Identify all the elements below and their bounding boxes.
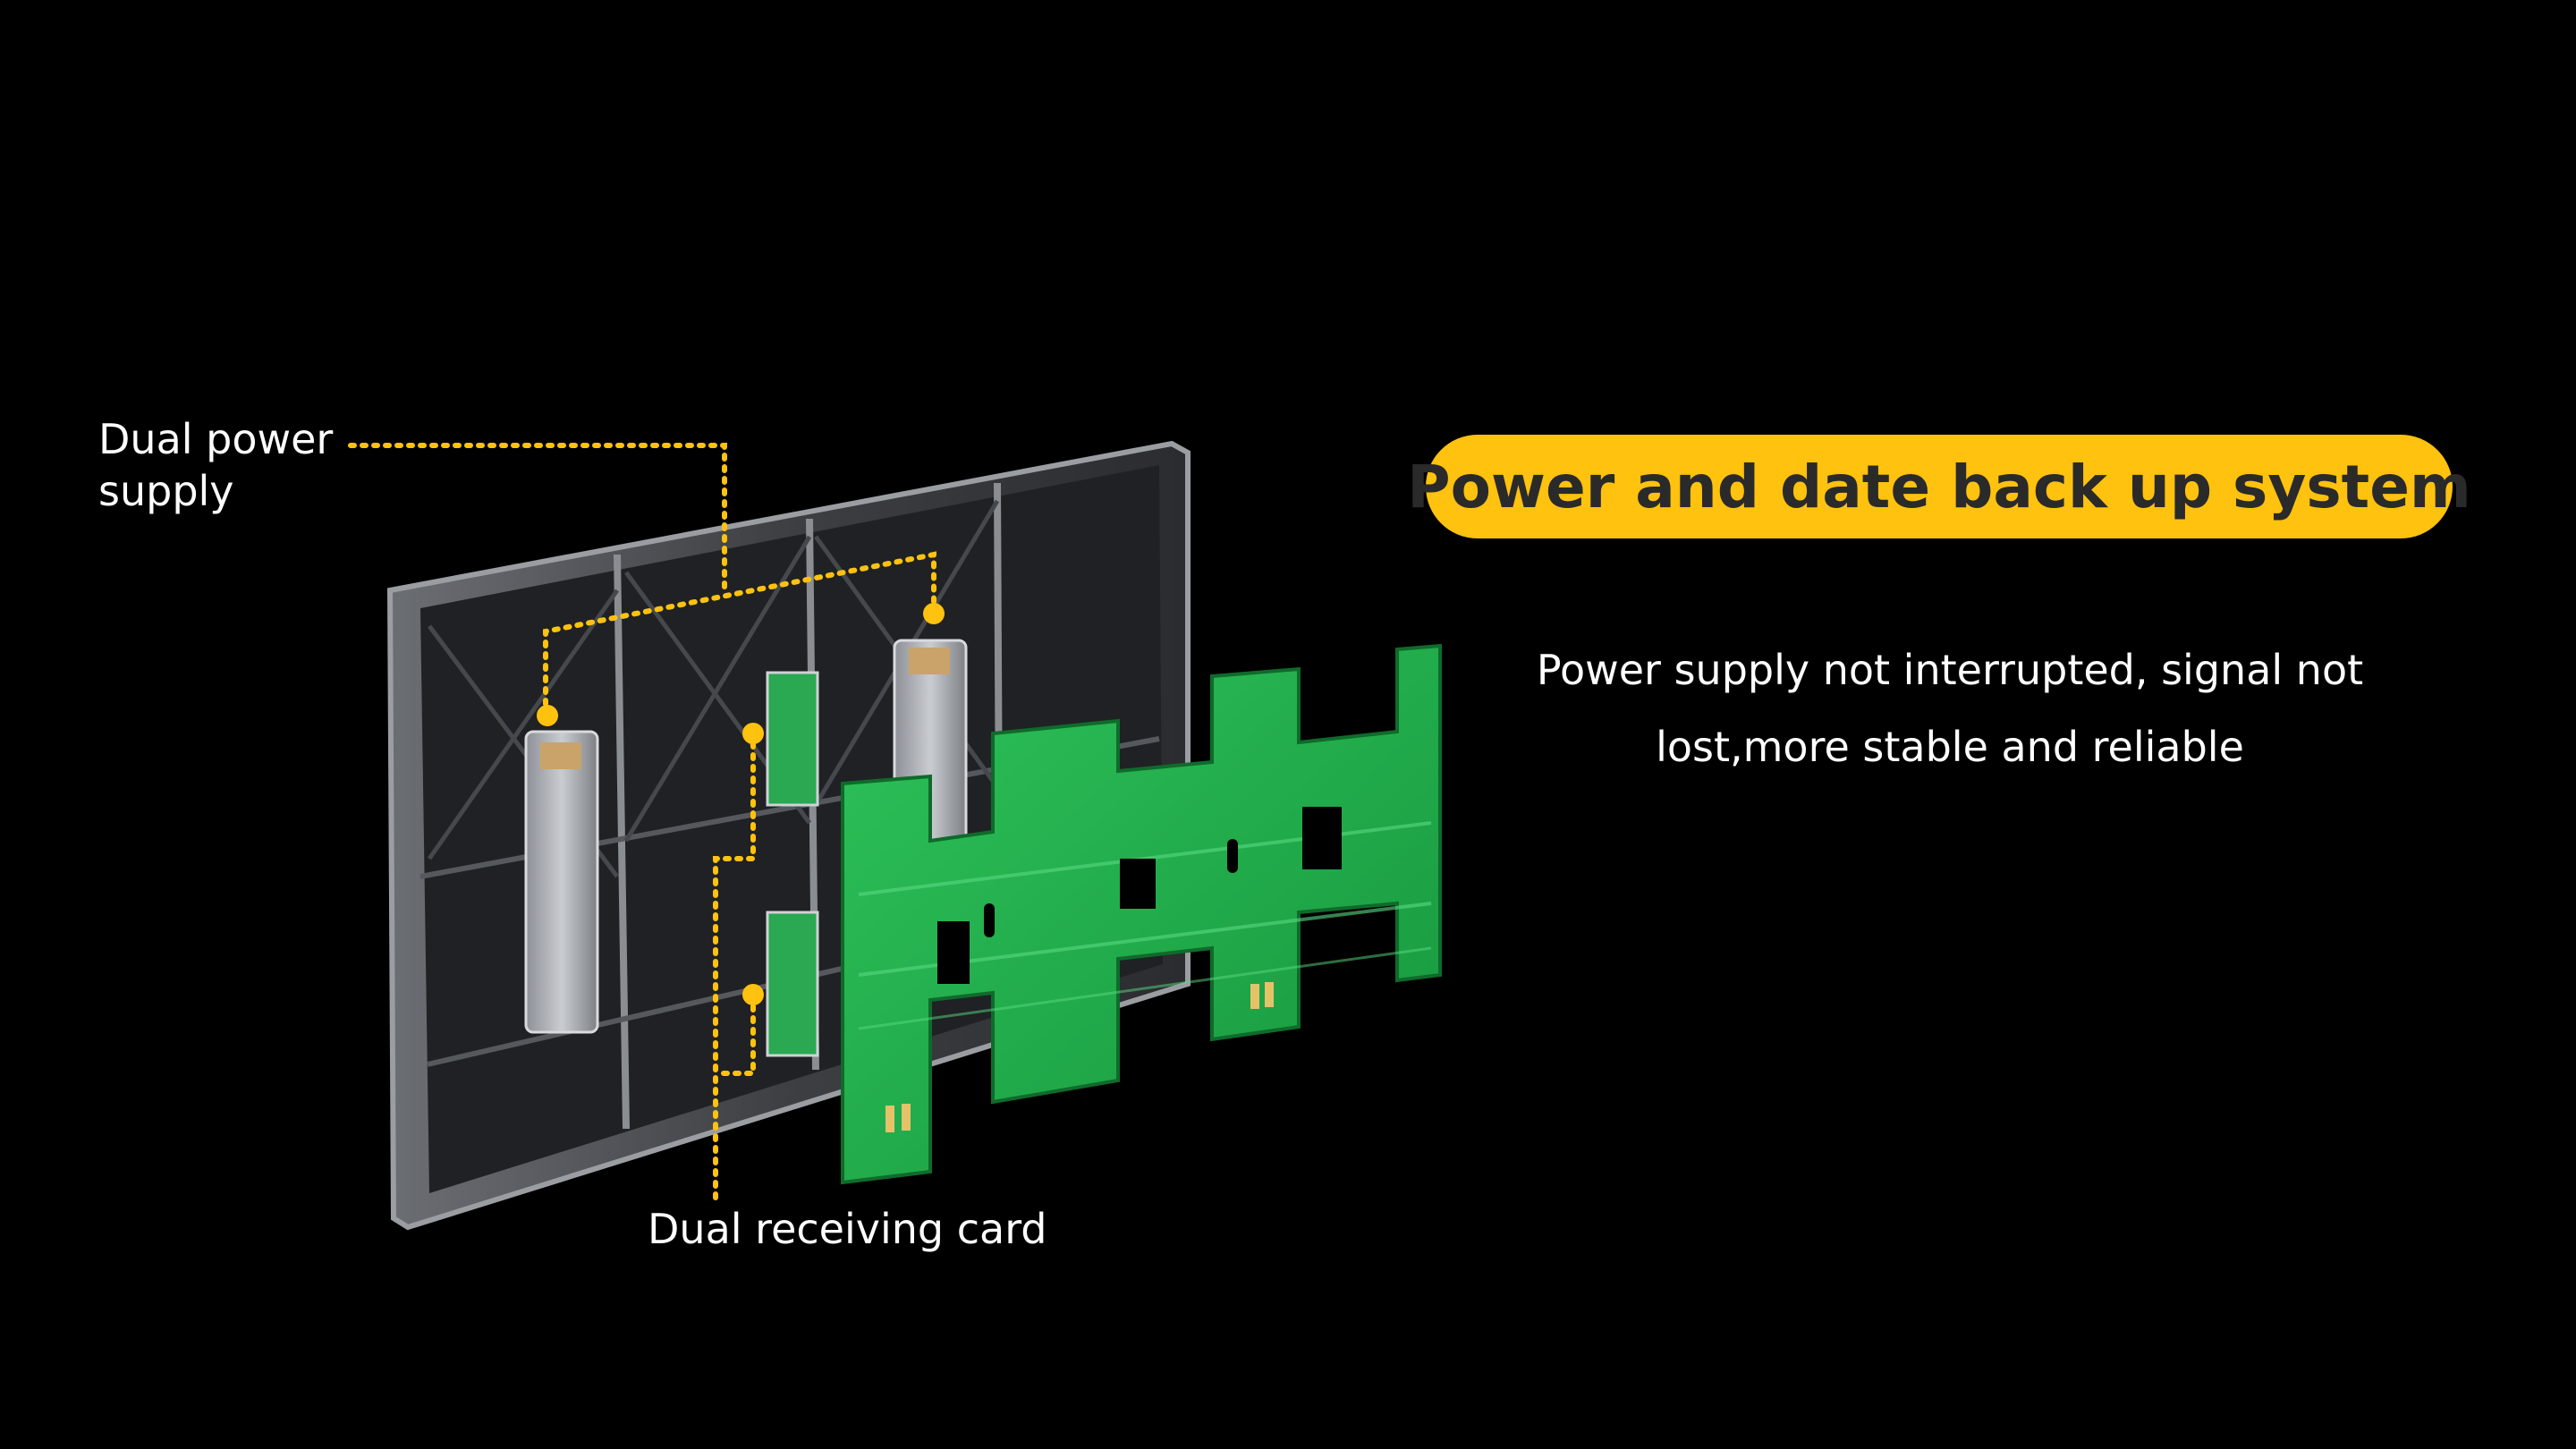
callout-label: supply bbox=[98, 467, 234, 515]
feature-description: Power supply not interrupted, signal not… bbox=[1476, 631, 2424, 785]
callout-dual-power-supply: Dual power supply bbox=[98, 413, 367, 517]
description-line: Power supply not interrupted, signal not bbox=[1536, 646, 2364, 694]
callout-leader-lines bbox=[348, 443, 936, 1201]
feature-title: Power and date back up system bbox=[1407, 452, 2471, 521]
callout-dual-receiving-card: Dual receiving card bbox=[648, 1205, 1047, 1253]
receiving-card bbox=[766, 671, 819, 807]
receiving-card bbox=[766, 911, 819, 1057]
power-supply-unit bbox=[524, 730, 599, 1034]
description-line: lost,more stable and reliable bbox=[1656, 723, 2244, 771]
feature-title-badge: Power and date back up system bbox=[1407, 435, 2471, 538]
hub-pcb-board bbox=[841, 643, 1442, 1185]
callout-marker-dots bbox=[537, 603, 945, 1005]
callout-label: Dual power bbox=[98, 415, 334, 463]
